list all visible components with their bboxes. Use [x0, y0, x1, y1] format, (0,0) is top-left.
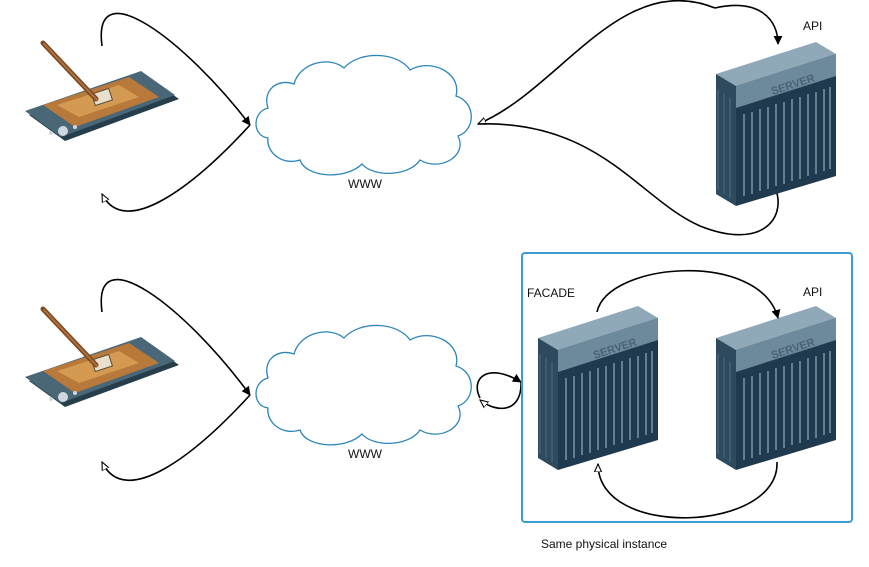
api-entry-arrow: [714, 4, 783, 45]
tablet-stylus-icon: [25, 43, 179, 141]
facade-response-connector: [480, 381, 522, 410]
tablet-stylus-icon: [25, 309, 179, 407]
internet-cloud: [255, 54, 472, 176]
api-response-connector: [477, 123, 779, 236]
server-icon: [715, 41, 837, 207]
facade-label: FACADE: [527, 286, 575, 300]
internet-cloud: [255, 324, 472, 446]
response-connector: [101, 124, 251, 212]
top-flow: WWW SERVER API: [25, 0, 837, 236]
api-to-facade-connector: [598, 461, 778, 519]
facade-request-connector: [476, 372, 522, 399]
cloud-label: WWW: [348, 447, 383, 461]
request-connector: [100, 278, 251, 396]
server-icon: [715, 305, 837, 471]
api-label: API: [803, 285, 822, 299]
server-icon: [537, 305, 659, 471]
request-connector: [100, 12, 251, 126]
bottom-flow: WWW SERVER SERVER FACADE API Same physic…: [25, 252, 853, 551]
cloud-label: WWW: [348, 177, 383, 191]
api-request-connector: [478, 0, 716, 124]
response-connector: [101, 394, 251, 482]
group-caption: Same physical instance: [541, 537, 667, 551]
facade-to-api-connector: [596, 269, 781, 319]
api-label: API: [803, 19, 822, 33]
same-instance-group: [521, 252, 853, 523]
